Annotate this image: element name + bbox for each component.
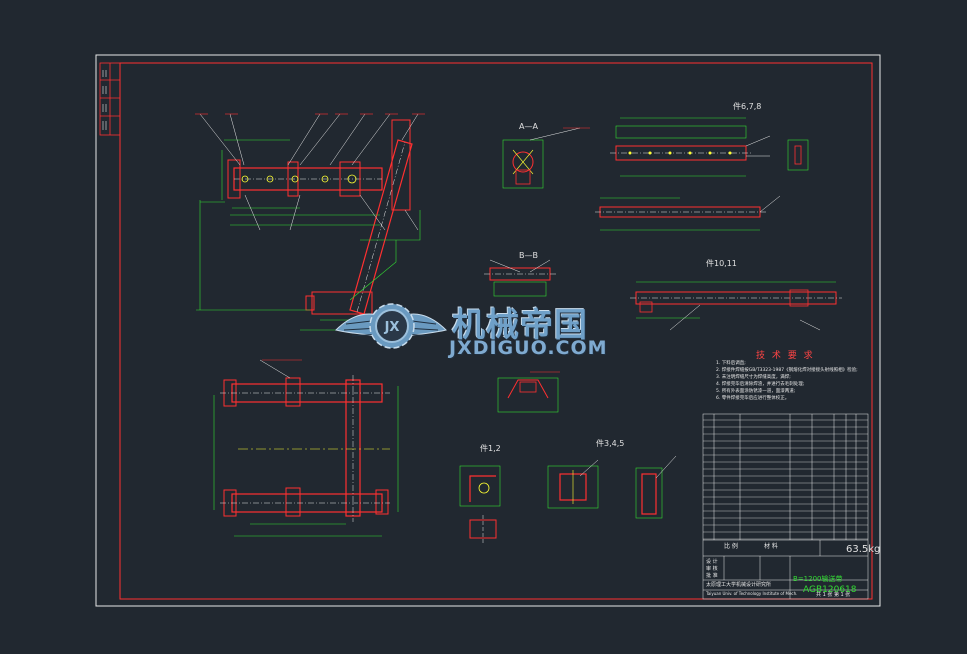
part-12-label: 件1,2	[480, 444, 501, 453]
technical-note-item: 4. 焊接完毕后清除焊渣，并进行去毛刺处理;	[716, 382, 805, 387]
part-9-strip[interactable]	[595, 195, 781, 231]
part-678-label: 件6,7,8	[733, 102, 762, 111]
section-aa-label: A—A	[519, 122, 538, 131]
section-aa-view[interactable]	[502, 127, 590, 189]
part-1011-label: 件10,11	[706, 259, 737, 268]
technical-note-item: 2. 焊接件焊缝按GB/T3323-1987《钢熔化焊对接接头射线照相》检验;	[716, 368, 858, 373]
bom-table[interactable]	[702, 413, 869, 600]
part-9-view[interactable]	[635, 455, 677, 519]
mass-value: 63.5kg	[846, 544, 881, 555]
technical-note-item: 6. 零件焊接完毕后应进行整体校正。	[716, 396, 790, 401]
front-view-dimensions	[196, 139, 421, 331]
logo-badge: JX	[384, 320, 400, 335]
part-1011-view[interactable]	[630, 281, 842, 331]
scale-label: 比 例	[724, 543, 738, 550]
sheet-inner-border	[119, 62, 873, 600]
front-view-leaders	[199, 113, 419, 231]
part-12-view[interactable]	[459, 465, 501, 545]
title-block[interactable]	[703, 539, 868, 599]
technical-notes-title: 技 术 要 求	[756, 351, 815, 361]
school-name: 太原理工大学机械设计研究所	[706, 582, 772, 588]
plan-view-frame[interactable]	[220, 375, 390, 522]
section-bb-label: B—B	[519, 251, 538, 260]
bom-rows	[703, 419, 868, 540]
sheet-count: 共 1 张 第 1 张	[816, 592, 851, 598]
drawing-number: AGB120618	[803, 585, 857, 595]
part-345-view[interactable]	[547, 459, 599, 509]
part-678-dots	[628, 151, 732, 155]
drawing-name: B=1200输送带	[793, 575, 843, 583]
checker-label: 审 核	[706, 566, 718, 572]
binding-strip-text	[102, 70, 107, 130]
technical-note-item: 5. 所有外表面涂防锈漆一道，面漆两道;	[716, 389, 796, 394]
school-name-en: Taiyuan Univ. of Technology Institute of…	[706, 591, 798, 596]
technical-note-item: 3. 未注明焊缝尺寸为焊缝高度，满焊;	[716, 375, 791, 380]
technical-note-item: 1. 下料后调直;	[716, 361, 746, 366]
front-view-assembly[interactable]	[227, 119, 413, 315]
binding-strip	[99, 62, 121, 136]
plan-view-dimensions	[213, 359, 399, 537]
approver-label: 批 准	[706, 573, 718, 579]
part-678-view[interactable]	[610, 117, 809, 177]
material-label: 材 料	[764, 543, 778, 550]
section-bb-view[interactable]	[484, 259, 556, 297]
part-345-label: 件3,4,5	[596, 439, 625, 448]
bracket-section-view[interactable]	[497, 371, 560, 413]
logo-chinese-text: 机械帝国	[452, 305, 588, 344]
gear-icon: JX	[369, 303, 415, 349]
logo-english-text: JXDIGUO.COM	[449, 337, 608, 359]
designer-label: 设 计	[706, 559, 718, 565]
sheet-outer-frame	[95, 54, 881, 607]
